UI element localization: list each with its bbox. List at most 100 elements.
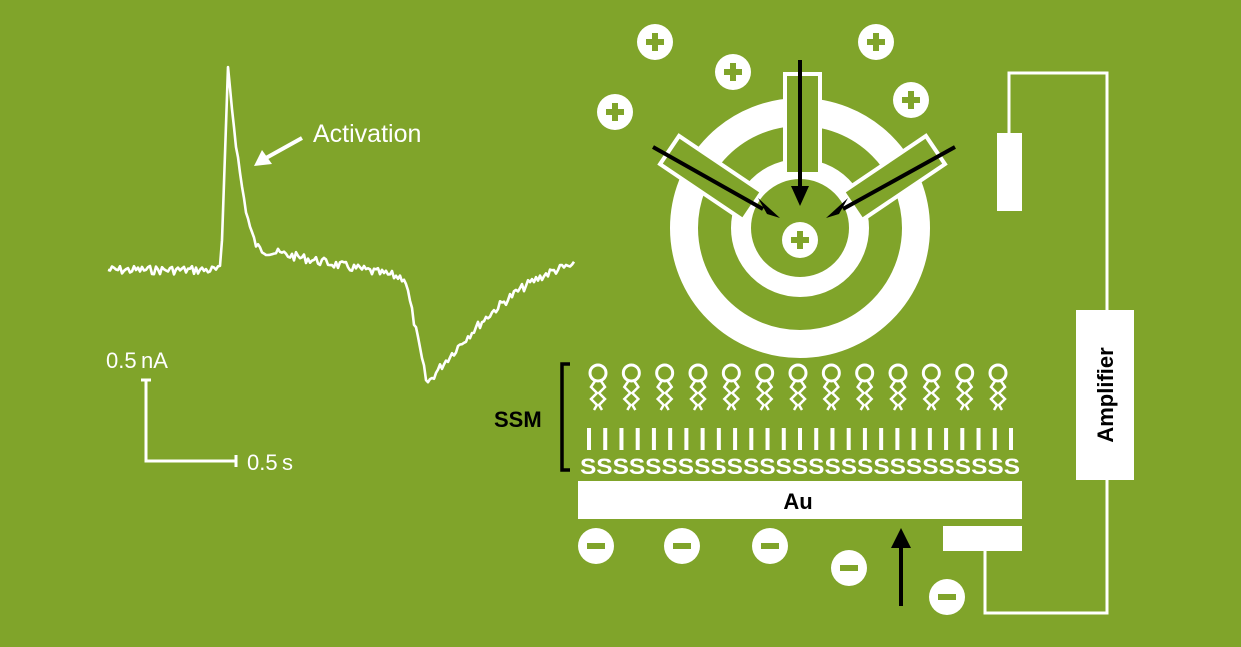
lipid-head bbox=[688, 363, 708, 383]
arrow-top-head bbox=[791, 186, 809, 206]
anion-0 bbox=[578, 528, 614, 564]
anion-3 bbox=[831, 550, 867, 586]
lipid-head bbox=[721, 363, 741, 383]
alkanethiol-layer bbox=[587, 428, 1013, 450]
lipid-3 bbox=[688, 363, 708, 411]
cation-0 bbox=[637, 24, 673, 60]
circuit: Amplifier bbox=[943, 71, 1134, 615]
scale-time-label: 0.5 s bbox=[247, 450, 293, 475]
lipid-tail bbox=[822, 380, 833, 411]
gold-electrode: Au bbox=[578, 481, 1022, 519]
lipid-tail bbox=[897, 380, 907, 411]
cation-4 bbox=[893, 82, 929, 118]
activation-annotation: Activation bbox=[254, 120, 421, 166]
ssm-bracket: SSM bbox=[494, 362, 570, 472]
lipid-tail bbox=[830, 380, 841, 411]
lipid-9 bbox=[888, 363, 908, 411]
lipid-4 bbox=[721, 363, 741, 411]
lipid-tail bbox=[589, 380, 599, 411]
cation-5 bbox=[782, 222, 818, 258]
lipid-11 bbox=[955, 363, 975, 411]
lipid-monolayer bbox=[588, 363, 1008, 411]
lipid-head bbox=[621, 363, 641, 383]
plus-sign bbox=[724, 63, 742, 81]
lipid-head bbox=[955, 363, 975, 383]
electron-flow-arrow bbox=[891, 528, 911, 606]
lipid-head bbox=[988, 363, 1008, 383]
reference-electrode bbox=[997, 133, 1022, 211]
lipid-2 bbox=[655, 363, 675, 411]
current-trace-line bbox=[107, 65, 576, 384]
lipid-tail bbox=[797, 380, 807, 411]
lipid-6 bbox=[788, 363, 808, 411]
lipid-head bbox=[755, 363, 775, 383]
electrode-label: Au bbox=[783, 489, 812, 514]
lipid-12 bbox=[988, 363, 1008, 411]
thiol-row: SSSSSSSSSSSSSSSSSSSSSSSSSSS bbox=[580, 454, 1020, 479]
counter-electrode bbox=[943, 526, 1022, 551]
arrow-right-head bbox=[826, 198, 848, 218]
lipid-7 bbox=[821, 363, 841, 411]
lipid-tail bbox=[997, 380, 1007, 411]
lipid-tail bbox=[889, 380, 899, 411]
plus-sign bbox=[606, 103, 624, 121]
lipid-tail bbox=[955, 380, 966, 411]
amplifier-box bbox=[1076, 310, 1134, 480]
arrow-left-head bbox=[758, 198, 780, 218]
gold-electrode-bar bbox=[578, 481, 1022, 519]
plus-sign bbox=[867, 33, 885, 51]
channel-top bbox=[783, 72, 822, 176]
lipid-tail bbox=[855, 380, 866, 411]
lipid-head bbox=[655, 363, 675, 383]
annotation-arrow-shaft bbox=[265, 136, 303, 160]
lipid-tail bbox=[722, 380, 733, 411]
lipid-tail bbox=[863, 380, 874, 411]
lipid-tail bbox=[689, 380, 699, 411]
lipid-tail bbox=[730, 380, 741, 411]
arrow-left-shaft bbox=[652, 145, 764, 211]
lipid-head bbox=[588, 363, 608, 383]
lipid-tail bbox=[597, 380, 607, 411]
lipid-head bbox=[855, 363, 875, 383]
lipid-1 bbox=[621, 363, 641, 411]
scale-bar: 0.5 nA 0.5 s bbox=[106, 348, 293, 475]
transporter-protein bbox=[652, 60, 956, 358]
lipid-head bbox=[921, 363, 941, 383]
anion-2 bbox=[752, 528, 788, 564]
lipid-head bbox=[788, 363, 808, 383]
annotation-arrow-head bbox=[254, 150, 272, 166]
scale-bar-lines bbox=[144, 379, 236, 463]
cations bbox=[597, 24, 929, 258]
lipid-tail bbox=[930, 380, 941, 411]
lipid-0 bbox=[588, 363, 608, 411]
lipid-tail bbox=[697, 380, 707, 411]
lipid-tail bbox=[763, 380, 774, 411]
transport-arrows bbox=[652, 60, 956, 218]
lipid-tail bbox=[755, 380, 766, 411]
activation-label: Activation bbox=[313, 120, 421, 148]
lipid-tail bbox=[989, 380, 999, 411]
lipid-head bbox=[888, 363, 908, 383]
lipid-tail bbox=[922, 380, 933, 411]
electron-arrow-head bbox=[891, 528, 911, 548]
lipid-5 bbox=[755, 363, 775, 411]
amplifier-label: Amplifier bbox=[1093, 347, 1118, 443]
lipid-8 bbox=[855, 363, 875, 411]
lipid-10 bbox=[921, 363, 941, 411]
cation-3 bbox=[858, 24, 894, 60]
scale-current-label: 0.5 nA bbox=[106, 348, 168, 373]
cation-1 bbox=[715, 54, 751, 90]
lipid-tail bbox=[630, 380, 641, 411]
plus-sign bbox=[791, 231, 809, 249]
ssm-bracket-line bbox=[560, 362, 570, 472]
current-trace bbox=[107, 65, 576, 384]
ssm-label: SSM bbox=[494, 407, 542, 432]
lipid-tail bbox=[789, 380, 799, 411]
anions bbox=[578, 528, 965, 615]
lipid-tail bbox=[963, 380, 974, 411]
cation-2 bbox=[597, 94, 633, 130]
lipid-tail bbox=[655, 380, 666, 411]
plus-sign bbox=[646, 33, 664, 51]
